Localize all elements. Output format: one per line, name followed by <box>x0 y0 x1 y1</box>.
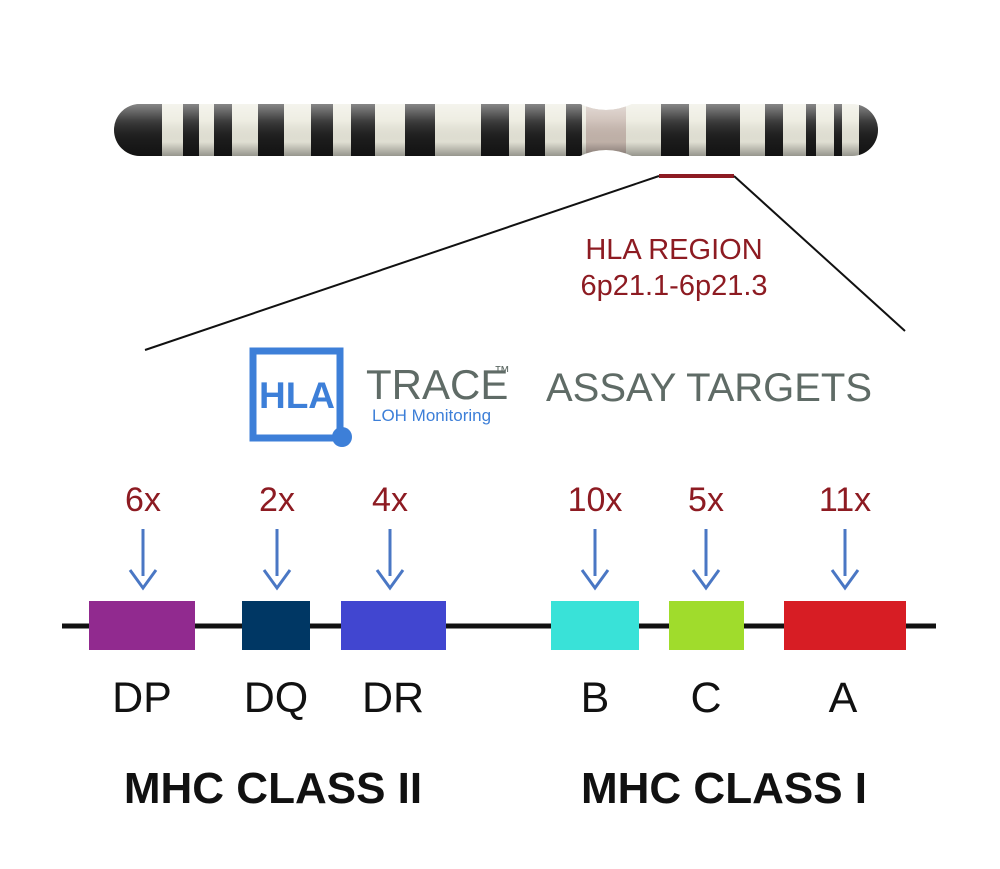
gene-dr-label: DR <box>362 674 424 722</box>
gene-b-label: B <box>581 674 610 722</box>
mhc-class-i-label: MHC CLASS I <box>581 764 867 813</box>
arrow-down-icon <box>830 569 860 591</box>
gene-dp-count: 6x <box>125 481 161 519</box>
gene-targets: 6x DP 2x DQ 4x DR 10x B 5x <box>89 481 906 722</box>
gene-a: 11x A <box>784 481 906 722</box>
arrow-down-icon <box>128 569 158 591</box>
hla-region-title: HLA REGION <box>585 234 762 266</box>
hla-trace-logo: HLA TRACE ™ LOH Monitoring <box>249 347 510 447</box>
arrow-down-icon <box>691 569 721 591</box>
logo-badge-frame <box>249 347 344 442</box>
gene-dp-block <box>89 601 195 650</box>
arrow-down-icon <box>375 569 405 591</box>
logo-name: TRACE <box>366 361 508 408</box>
gene-c-label: C <box>690 674 721 722</box>
gene-c-block <box>669 601 744 650</box>
gene-dq-count: 2x <box>259 481 295 519</box>
zoom-line-right <box>733 175 906 332</box>
gene-a-block <box>784 601 906 650</box>
logo-dot-icon <box>332 427 352 447</box>
zoom-line-left <box>144 175 660 351</box>
logo-tagline: LOH Monitoring <box>372 406 491 425</box>
gene-c: 5x C <box>669 481 744 722</box>
arrow-down-icon <box>580 569 610 591</box>
gene-a-label: A <box>829 674 858 722</box>
gene-dp-label: DP <box>112 674 172 722</box>
gene-dq: 2x DQ <box>242 481 310 722</box>
gene-a-count: 11x <box>819 481 871 519</box>
mhc-class-ii-label: MHC CLASS II <box>124 764 422 813</box>
gene-b-count: 10x <box>568 481 623 519</box>
logo-trademark: ™ <box>494 364 510 381</box>
logo-badge-text: HLA <box>259 375 335 416</box>
gene-b: 10x B <box>551 481 639 722</box>
gene-c-count: 5x <box>688 481 724 519</box>
gene-dq-block <box>242 601 310 650</box>
gene-dr-count: 4x <box>372 481 408 519</box>
gene-dp: 6x DP <box>89 481 195 722</box>
gene-dq-label: DQ <box>244 674 309 722</box>
gene-dr: 4x DR <box>341 481 446 722</box>
gene-b-block <box>551 601 639 650</box>
arrow-down-icon <box>262 569 292 591</box>
assay-targets-heading: ASSAY TARGETS <box>546 366 872 410</box>
chromosome-6 <box>114 104 878 156</box>
hla-region-band: 6p21.1-6p21.3 <box>580 270 767 302</box>
gene-dr-block <box>341 601 446 650</box>
